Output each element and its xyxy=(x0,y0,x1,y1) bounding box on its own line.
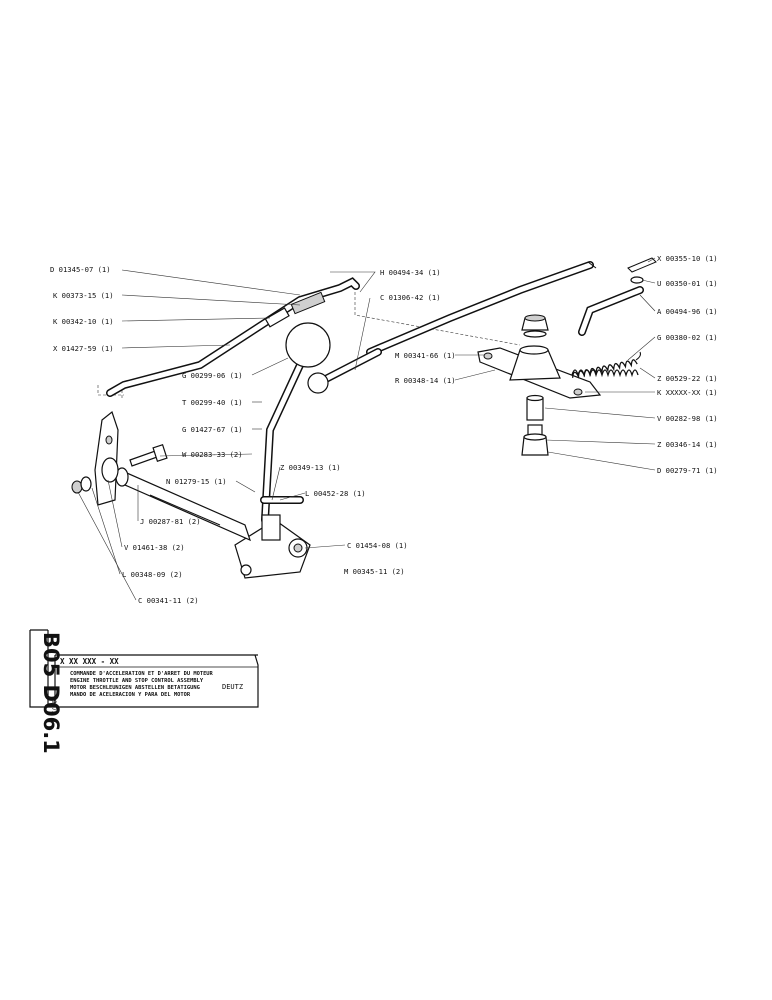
callout-r00348: R 00348-14 (1) xyxy=(395,376,456,385)
title-line-fr: COMMANDE D'ACCELERATION ET D'ARRET DU MO… xyxy=(70,671,214,677)
callout-k00373: K 00373-15 (1) xyxy=(53,291,114,300)
callout-g00299: G 00299-06 (1) xyxy=(182,371,243,380)
title-line-es: MANDO DE ACELERACION Y PARA DEL MOTOR xyxy=(70,692,191,698)
callout-m00345: M 00345-11 (2) xyxy=(344,567,405,576)
parts-drawing xyxy=(71,257,657,579)
assembly-code: X XX XXX - XX xyxy=(60,657,119,666)
callout-w00283: W 00283-33 (2) xyxy=(182,450,243,459)
callout-v01461: V 01461-38 (2) xyxy=(124,543,185,552)
callout-l00452: L 00452-28 (1) xyxy=(305,489,366,498)
callout-z00346: Z 00346-14 (1) xyxy=(657,440,718,449)
bent-rod xyxy=(578,286,644,336)
callout-t00299: T 00299-40 (1) xyxy=(182,398,243,407)
callout-n01279: N 01279-15 (1) xyxy=(166,477,227,486)
callout-z00349: Z 00349-13 (1) xyxy=(280,463,341,472)
callout-labels: D 01345-07 (1) K 00373-15 (1) K 00342-10… xyxy=(50,254,718,605)
callout-a00494: A 00494-96 (1) xyxy=(657,307,718,316)
callout-l00348: L 00348-09 (2) xyxy=(122,570,183,579)
bolt xyxy=(129,444,168,467)
stop-knob-rod xyxy=(307,348,382,394)
callout-c00341: C 00341-11 (2) xyxy=(138,596,199,605)
leader-lines xyxy=(77,257,656,601)
callout-k00342: K 00342-10 (1) xyxy=(53,317,114,326)
title-block: B05 D06.1 9-73 X XX XXX - XX COMMANDE D'… xyxy=(29,629,259,754)
sheet-code: B05 D06.1 xyxy=(39,632,63,754)
throttle-cable xyxy=(106,277,360,397)
spring xyxy=(571,351,641,379)
callout-x01427: X 01427-59 (1) xyxy=(53,344,114,353)
callout-x00355: X 00355-10 (1) xyxy=(657,254,718,263)
callout-c01454: C 01454-08 (1) xyxy=(347,541,408,550)
callout-kxxxxx: K XXXXX-XX (1) xyxy=(657,388,718,397)
spring-bracket xyxy=(477,314,602,399)
spacer-stud-nut xyxy=(521,394,549,456)
sheet-date: 9-73 xyxy=(50,700,57,715)
nut-washer xyxy=(71,476,92,494)
stop-knob xyxy=(307,372,329,394)
lever-base xyxy=(234,496,311,579)
callout-g01427: G 01427-67 (1) xyxy=(182,425,243,434)
title-line-en: ENGINE THROTTLE AND STOP CONTROL ASSEMBL… xyxy=(70,678,204,684)
callout-c01306: C 01306-42 (1) xyxy=(380,293,441,302)
throttle-rod xyxy=(366,261,597,356)
callout-d00279: D 00279-71 (1) xyxy=(657,466,718,475)
callout-g00380: G 00380-02 (1) xyxy=(657,333,718,342)
clip xyxy=(627,257,657,284)
title-line-de: MOTOR BESCHLEUNIGEN ABSTELLEN BETATIGUNG xyxy=(70,685,200,691)
pivot-shaft xyxy=(115,467,251,542)
hand-lever xyxy=(261,322,331,524)
brand-name: DEUTZ xyxy=(222,683,243,691)
callout-m00341: M 00341-66 (1) xyxy=(395,351,456,360)
callout-j00287: J 00287-81 (2) xyxy=(140,517,201,526)
callout-h00494: H 00494-34 (1) xyxy=(380,268,441,277)
lever-ball xyxy=(285,322,331,368)
callout-v00282: V 00282-98 (1) xyxy=(657,414,718,423)
left-bracket xyxy=(94,410,119,506)
callout-u00350: U 00350-01 (1) xyxy=(657,279,718,288)
callout-z00529: Z 00529-22 (1) xyxy=(657,374,718,383)
callout-d01345: D 01345-07 (1) xyxy=(50,265,111,274)
